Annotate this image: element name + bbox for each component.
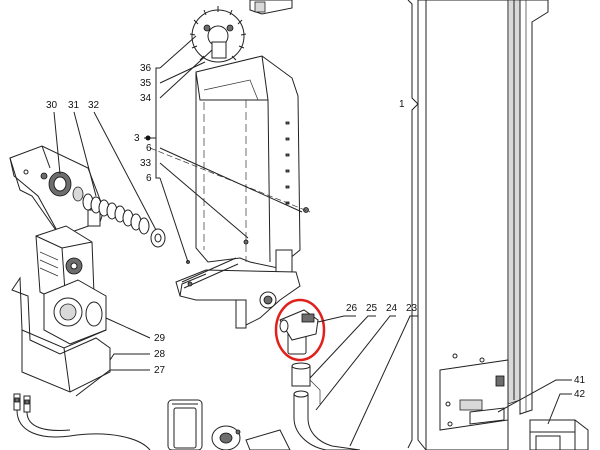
cable-harness [13, 393, 151, 450]
callout-labels: 36 35 34 3 6 33 6 30 31 32 1 29 28 27 26… [46, 63, 586, 400]
tall-column-frame [417, 0, 549, 450]
callout-31: 31 [68, 100, 80, 111]
callout-26: 26 [346, 303, 358, 314]
callout-33: 33 [140, 158, 152, 169]
callout-36: 36 [140, 63, 152, 74]
callout-35: 35 [140, 78, 152, 89]
drive-shaft [181, 257, 239, 289]
callout-27: 27 [154, 365, 166, 376]
adjust-knob [48, 171, 84, 202]
spring [82, 193, 150, 235]
callout-29: 29 [154, 333, 166, 344]
elbow-fitting [279, 309, 319, 355]
callout-42: 42 [574, 389, 586, 400]
base-plate [175, 269, 301, 329]
tube-hose [291, 362, 361, 450]
callout-30: 30 [46, 100, 58, 111]
callout-6-upper: 6 [146, 143, 152, 154]
callout-32: 32 [88, 100, 100, 111]
main-cover-housing [195, 55, 309, 275]
callout-24: 24 [386, 303, 398, 314]
callout-34: 34 [140, 93, 152, 104]
callout-3: 3 [134, 133, 140, 144]
motor-assembly [35, 225, 107, 345]
callout-6-lower: 6 [146, 173, 152, 184]
callout-23: 23 [406, 303, 418, 314]
bottom-right-bracket [529, 419, 589, 450]
callout-1: 1 [399, 99, 405, 110]
callout-bullet [145, 135, 151, 141]
highlight-circle [274, 298, 326, 362]
callout-41: 41 [574, 375, 586, 386]
leader-lines [53, 0, 572, 449]
callout-28: 28 [154, 349, 166, 360]
sprocket-gear [189, 0, 293, 63]
bottom-center-parts [167, 399, 291, 450]
washer [150, 228, 166, 248]
callout-25: 25 [366, 303, 378, 314]
